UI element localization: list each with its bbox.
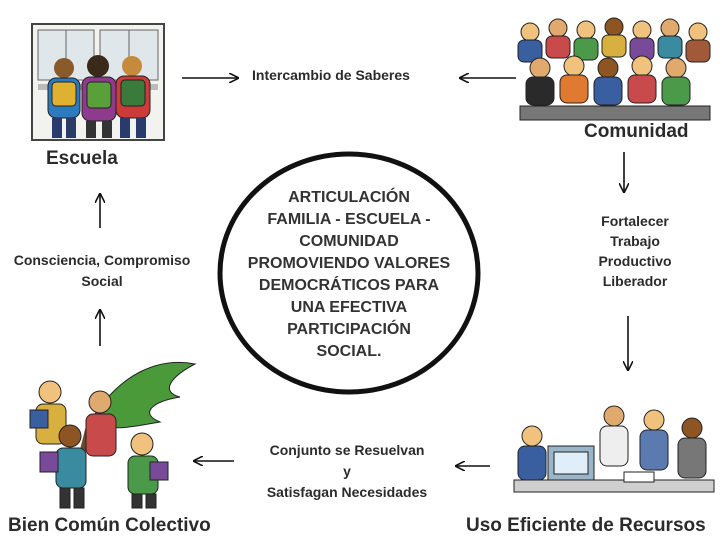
- consciencia-line: Consciencia, Compromiso: [13, 252, 191, 268]
- uso-eficiente-label: Uso Eficiente de Recursos: [466, 515, 706, 536]
- audience-crowd-icon: [510, 14, 720, 126]
- center-line: PARTICIPACIÓN: [287, 321, 411, 338]
- center-line: DEMOCRÁTICOS PARA: [258, 277, 440, 294]
- center-text: ARTICULACIÓN FAMILIA - ESCUELA - COMUNID…: [236, 187, 462, 363]
- intercambio-label: Intercambio de Saberes: [252, 67, 410, 83]
- conjunto-label: Conjunto se Resuelvan y Satisfagan Neces…: [252, 440, 442, 503]
- center-line: COMUNIDAD: [299, 233, 399, 250]
- center-line: UNA EFECTIVA: [290, 299, 408, 316]
- comunidad-label: Comunidad: [584, 121, 689, 142]
- conjunto-line: Satisfagan Necesidades: [266, 484, 428, 500]
- fortalecer-line: Trabajo: [610, 233, 660, 249]
- fortalecer-line: Fortalecer: [601, 213, 669, 229]
- consciencia-label: Consciencia, Compromiso Social: [4, 250, 200, 292]
- center-line: SOCIAL.: [316, 343, 382, 360]
- center-line: FAMILIA - ESCUELA -: [267, 211, 431, 228]
- fortalecer-label: Fortalecer Trabajo Productivo Liberador: [580, 211, 690, 291]
- center-circle: [217, 151, 481, 395]
- bien-comun-label: Bien Común Colectivo: [8, 515, 211, 536]
- center-line: ARTICULACIÓN: [288, 189, 410, 206]
- people-carrying-tree-icon: [10, 352, 200, 512]
- conjunto-line: Conjunto se Resuelvan: [269, 442, 425, 458]
- fortalecer-line: Liberador: [602, 273, 668, 289]
- escuela-label: Escuela: [46, 148, 118, 169]
- team-at-computer-icon: [508, 396, 720, 514]
- fortalecer-line: Productivo: [598, 253, 672, 269]
- consciencia-line: Social: [81, 273, 123, 289]
- conjunto-line: y: [343, 463, 351, 479]
- center-line: PROMOVIENDO VALORES: [247, 255, 451, 272]
- students-with-backpacks-icon: [30, 22, 166, 142]
